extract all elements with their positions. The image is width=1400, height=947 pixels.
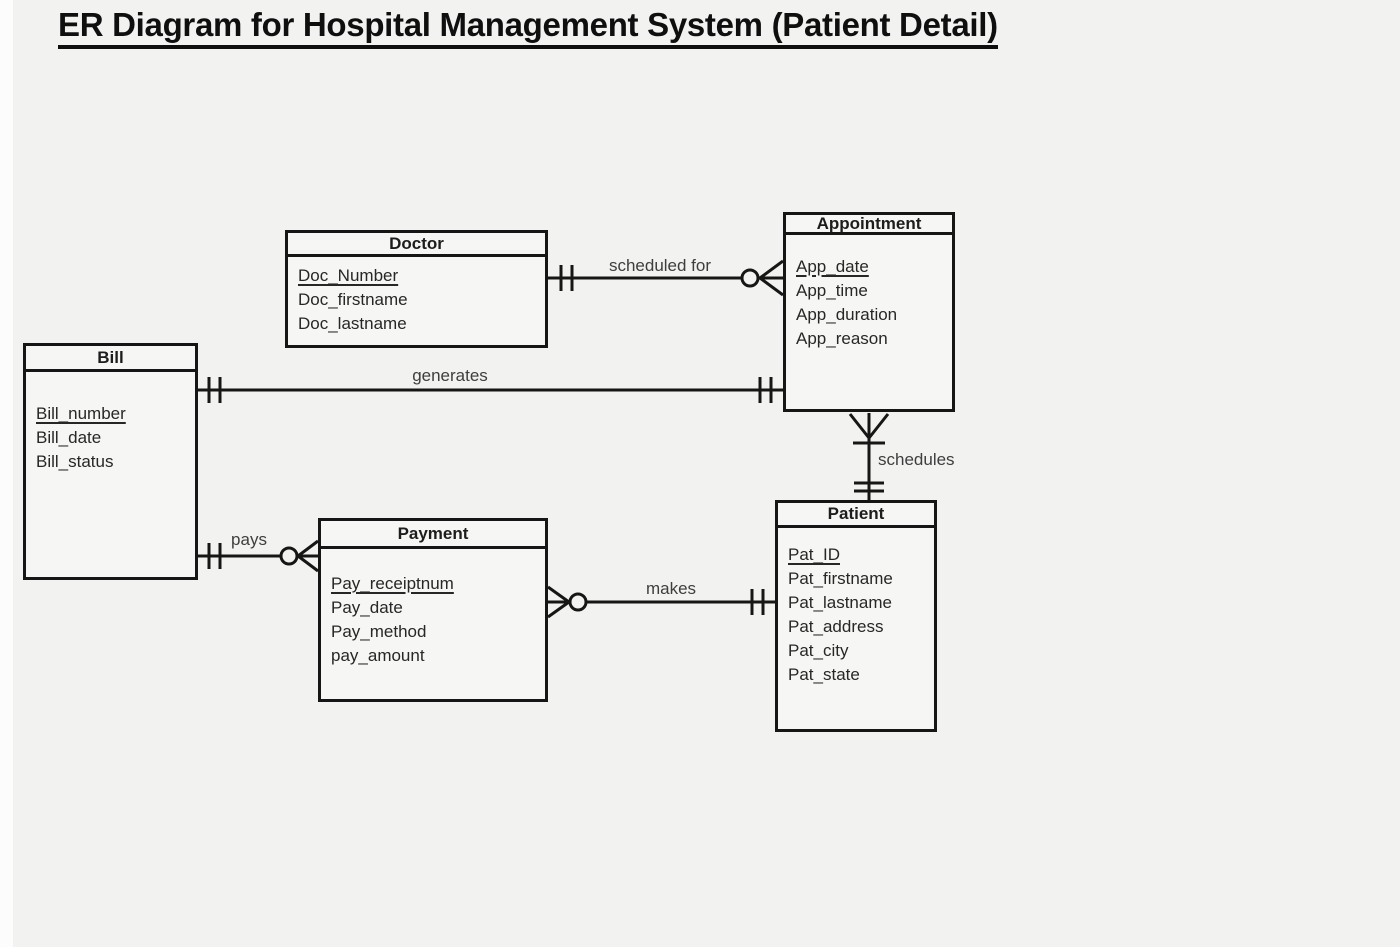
attribute-pat-city: Pat_city [788,641,849,660]
zero-or-many-crow-foot-icon [740,259,784,297]
entity-bill: Bill Bill_number Bill_date Bill_status [23,343,198,580]
entity-appointment-attributes: App_date App_time App_duration App_reaso… [786,235,952,351]
attribute-pat-lastname: Pat_lastname [788,593,892,612]
entity-payment-title: Payment [321,521,545,549]
attribute-pat-address: Pat_address [788,617,884,636]
attribute-pay-amount: pay_amount [331,646,425,665]
zero-or-many-crow-foot-icon [279,539,319,573]
entity-doctor-attributes: Doc_Number Doc_firstname Doc_lastname [288,257,545,336]
entity-appointment-title: Appointment [786,214,952,235]
entity-patient-title: Patient [778,503,934,528]
attribute-app-reason: App_reason [796,329,888,348]
entity-doctor-title: Doctor [288,233,545,257]
connector-appointment-patient [848,413,890,500]
attribute-app-time: App_time [796,281,868,300]
entity-bill-title: Bill [26,346,195,372]
one-and-only-one-symbol [207,543,222,569]
connector-bill-appointment [198,377,783,403]
one-and-only-one-symbol [559,265,574,291]
attribute-pay-method: Pay_method [331,622,427,641]
zero-or-many-crow-foot-icon [547,585,588,619]
entity-bill-attributes: Bill_number Bill_date Bill_status [26,372,195,474]
page-title: ER Diagram for Hospital Management Syste… [58,6,998,49]
attribute-doc-number: Doc_Number [298,266,399,285]
attribute-pat-firstname: Pat_firstname [788,569,893,588]
attribute-doc-firstname: Doc_firstname [298,290,408,309]
one-and-only-one-symbol [758,377,773,403]
entity-payment: Payment Pay_receiptnum Pay_date Pay_meth… [318,518,548,702]
relationship-label-pays: pays [231,530,267,549]
one-and-only-one-symbol [750,589,765,615]
entity-doctor: Doctor Doc_Number Doc_firstname Doc_last… [285,230,548,348]
entity-patient: Patient Pat_ID Pat_firstname Pat_lastnam… [775,500,937,732]
relationship-label-generates: generates [412,366,488,385]
attribute-bill-number: Bill_number [36,404,126,423]
connector-payment-patient [547,585,775,619]
one-and-only-one-symbol [207,377,222,403]
one-or-many-crow-foot-icon [848,413,890,445]
attribute-app-duration: App_duration [796,305,898,324]
relationship-label-scheduled-for: scheduled for [608,256,712,275]
attribute-bill-date: Bill_date [36,428,102,447]
entity-payment-attributes: Pay_receiptnum Pay_date Pay_method pay_a… [321,549,545,668]
entity-appointment: Appointment App_date App_time App_durati… [783,212,955,412]
entity-patient-attributes: Pat_ID Pat_firstname Pat_lastname Pat_ad… [778,528,934,687]
left-margin-strip [0,0,13,947]
attribute-pay-receiptnum: Pay_receiptnum [331,574,454,593]
attribute-pay-date: Pay_date [331,598,403,617]
one-and-only-one-symbol [854,481,884,493]
attribute-app-date: App_date [796,257,869,276]
connector-bill-payment [198,539,319,573]
relationship-label-makes: makes [645,579,697,598]
attribute-bill-status: Bill_status [36,452,114,471]
connector-doctor-appointment [548,259,784,297]
relationship-label-schedules: schedules [878,450,955,469]
attribute-pat-state: Pat_state [788,665,860,684]
attribute-doc-lastname: Doc_lastname [298,314,407,333]
attribute-pat-id: Pat_ID [788,545,840,564]
